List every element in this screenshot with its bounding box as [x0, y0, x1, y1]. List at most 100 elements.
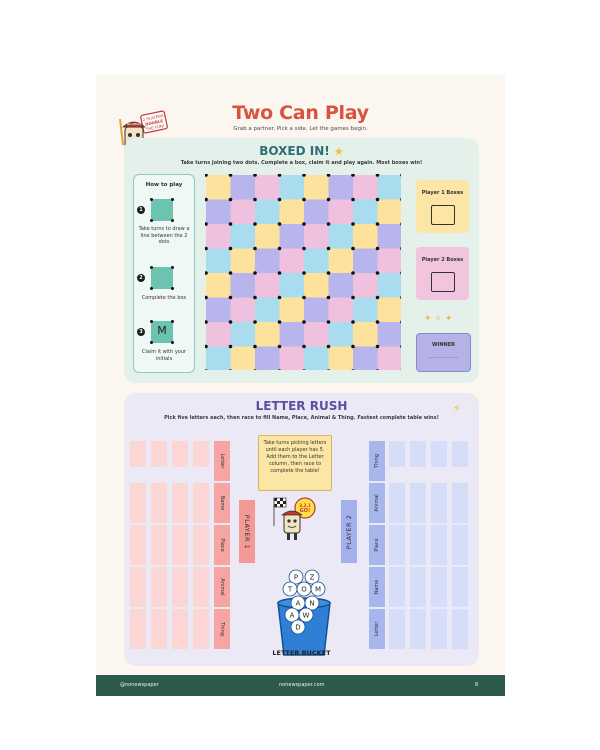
answer-cell[interactable] — [151, 609, 167, 649]
grid-cell[interactable] — [304, 322, 329, 347]
grid-cell[interactable] — [328, 322, 354, 347]
grid-dot[interactable] — [277, 344, 282, 349]
grid-dot[interactable] — [400, 296, 401, 300]
winner-write-line[interactable]: .............. — [428, 354, 459, 360]
grid-dot[interactable] — [326, 222, 331, 226]
answer-cell[interactable] — [410, 525, 426, 565]
grid-dot[interactable] — [229, 369, 233, 370]
grid-dot[interactable] — [253, 344, 257, 349]
grid-cell[interactable] — [255, 297, 280, 323]
grid-dot[interactable] — [205, 222, 208, 226]
grid-dot[interactable] — [326, 344, 331, 349]
grid-cell[interactable] — [377, 322, 402, 347]
grid-dot[interactable] — [253, 320, 257, 324]
answer-cell[interactable] — [389, 441, 405, 467]
grid-dot[interactable] — [375, 222, 380, 226]
grid-cell[interactable] — [328, 224, 354, 249]
grid-dot[interactable] — [326, 174, 331, 177]
grid-dot[interactable] — [228, 271, 233, 275]
grid-dot[interactable] — [205, 295, 208, 300]
grid-cell[interactable] — [328, 199, 354, 225]
answer-cell[interactable] — [452, 609, 468, 649]
answer-cell[interactable] — [193, 567, 209, 607]
grid-dot[interactable] — [302, 197, 306, 202]
grid-cell[interactable] — [304, 346, 329, 371]
dots-and-boxes-grid[interactable] — [205, 174, 401, 370]
answer-cell[interactable] — [130, 483, 146, 523]
grid-cell[interactable] — [353, 273, 378, 298]
grid-cell[interactable] — [353, 224, 378, 249]
grid-dot[interactable] — [400, 222, 401, 226]
grid-cell[interactable] — [206, 346, 231, 371]
grid-dot[interactable] — [326, 320, 331, 324]
answer-cell[interactable] — [431, 525, 447, 565]
grid-dot[interactable] — [205, 271, 208, 275]
answer-cell[interactable] — [410, 483, 426, 523]
grid-cell[interactable] — [230, 224, 256, 249]
grid-dot[interactable] — [277, 222, 282, 226]
answer-cell[interactable] — [151, 567, 167, 607]
grid-dot[interactable] — [228, 222, 233, 226]
answer-cell[interactable] — [193, 483, 209, 523]
grid-cell[interactable] — [206, 273, 231, 298]
grid-dot[interactable] — [205, 369, 208, 370]
grid-dot[interactable] — [400, 271, 401, 275]
answer-cell[interactable] — [431, 567, 447, 607]
answer-cell[interactable] — [410, 441, 426, 467]
grid-cell[interactable] — [353, 175, 378, 200]
grid-cell[interactable] — [206, 248, 231, 274]
answer-cell[interactable] — [193, 609, 209, 649]
answer-cell[interactable] — [431, 483, 447, 523]
grid-cell[interactable] — [377, 248, 402, 274]
answer-cell[interactable] — [389, 567, 405, 607]
answer-cell[interactable] — [452, 483, 468, 523]
grid-dot[interactable] — [375, 246, 380, 251]
grid-cell[interactable] — [279, 175, 305, 200]
grid-dot[interactable] — [253, 369, 257, 370]
grid-dot[interactable] — [205, 320, 208, 324]
grid-cell[interactable] — [255, 273, 280, 298]
grid-dot[interactable] — [375, 295, 380, 300]
grid-dot[interactable] — [375, 320, 380, 324]
grid-dot[interactable] — [253, 197, 257, 202]
grid-cell[interactable] — [304, 199, 329, 225]
grid-dot[interactable] — [302, 246, 306, 251]
grid-cell[interactable] — [255, 322, 280, 347]
grid-cell[interactable] — [353, 248, 378, 274]
answer-cell[interactable] — [193, 525, 209, 565]
player-2-score-box[interactable] — [431, 272, 455, 292]
grid-dot[interactable] — [277, 197, 282, 202]
grid-dot[interactable] — [400, 198, 401, 202]
grid-dot[interactable] — [205, 174, 208, 177]
grid-cell[interactable] — [255, 248, 280, 274]
grid-cell[interactable] — [304, 297, 329, 323]
answer-cell[interactable] — [431, 441, 447, 467]
grid-dot[interactable] — [327, 369, 331, 370]
answer-cell[interactable] — [431, 609, 447, 649]
grid-dot[interactable] — [326, 197, 331, 202]
grid-dot[interactable] — [228, 344, 233, 349]
answer-cell[interactable] — [151, 483, 167, 523]
grid-dot[interactable] — [351, 320, 355, 324]
grid-cell[interactable] — [255, 199, 280, 225]
answer-cell[interactable] — [130, 609, 146, 649]
grid-cell[interactable] — [206, 175, 231, 200]
grid-dot[interactable] — [302, 320, 306, 324]
grid-dot[interactable] — [205, 197, 208, 202]
grid-cell[interactable] — [230, 175, 256, 200]
grid-cell[interactable] — [353, 346, 378, 371]
grid-cell[interactable] — [279, 199, 305, 225]
answer-cell[interactable] — [452, 525, 468, 565]
grid-dot[interactable] — [351, 197, 355, 202]
grid-cell[interactable] — [279, 273, 305, 298]
grid-dot[interactable] — [278, 369, 282, 370]
grid-dot[interactable] — [277, 246, 282, 251]
answer-cell[interactable] — [389, 483, 405, 523]
answer-cell[interactable] — [172, 567, 188, 607]
answer-cell[interactable] — [130, 441, 146, 467]
grid-cell[interactable] — [377, 224, 402, 249]
grid-cell[interactable] — [328, 273, 354, 298]
grid-dot[interactable] — [277, 174, 282, 177]
grid-cell[interactable] — [328, 175, 354, 200]
answer-cell[interactable] — [452, 567, 468, 607]
